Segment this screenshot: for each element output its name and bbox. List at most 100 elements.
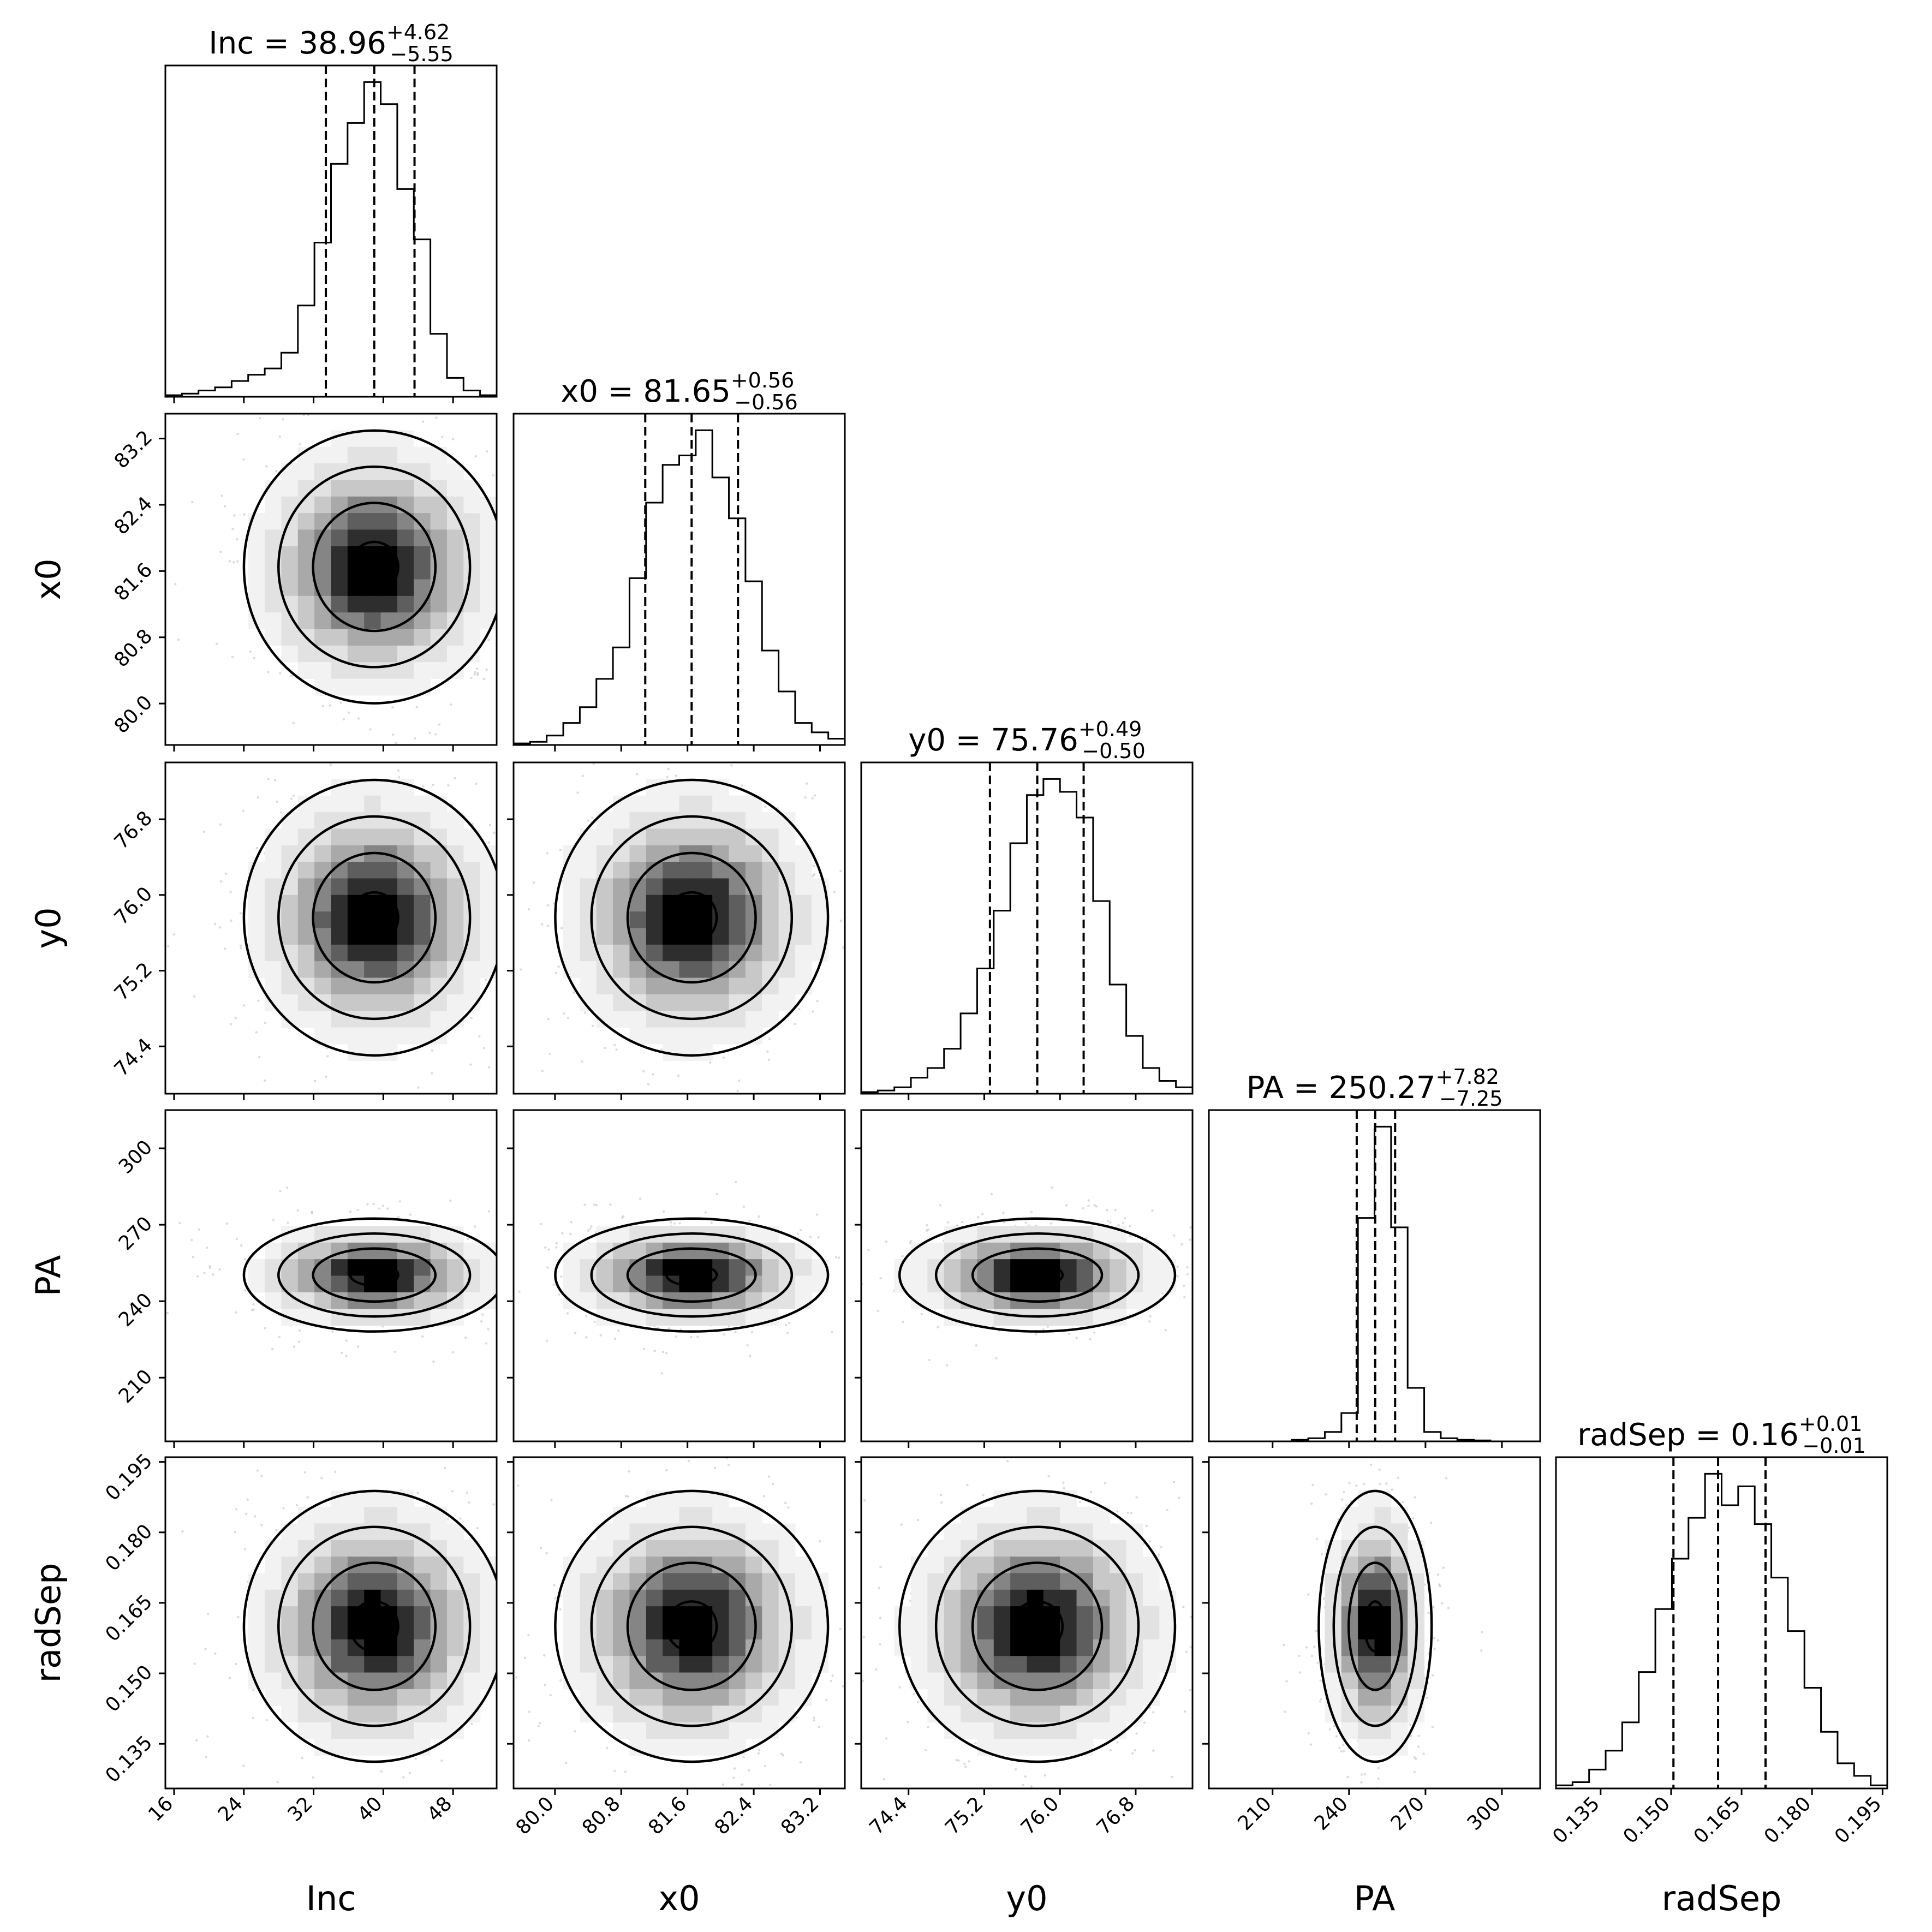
density-cell [281,563,299,580]
density-cell [613,1639,630,1656]
density-cell [430,629,448,646]
density-cell [397,446,414,464]
sample-point [252,1716,255,1719]
sample-point [526,1639,528,1642]
sample-point [278,1335,281,1339]
sample-point [854,731,856,734]
sample-point [483,1047,486,1050]
sample-point [234,1017,237,1019]
density-cell [679,895,696,912]
density-cell [646,944,663,962]
sample-point [528,538,530,540]
density-cell [563,928,580,945]
sample-point [804,796,807,799]
density-cell [646,1275,663,1293]
density-cell [480,1275,497,1293]
hist-panel-Inc: Inc = 38.96+4.62−5.55 [164,20,498,403]
sample-point [325,1075,327,1078]
density-cell [679,828,696,846]
sample-point [267,671,270,673]
density-cell [745,1523,762,1541]
density-cell [580,845,597,862]
density-cell [364,480,381,497]
density-cell [380,961,398,979]
density-cell [480,928,497,945]
density-cell [297,1275,315,1293]
density-cell [331,1589,348,1607]
density-cell [663,1606,679,1623]
sample-point [853,1662,855,1664]
sample-point [806,782,808,785]
sample-point [831,1331,833,1333]
density-cell [331,1606,348,1623]
sample-point [485,1342,488,1345]
sample-point [422,785,425,788]
density-cell [397,911,414,928]
density-cell [795,1639,812,1656]
density-cell [446,1606,464,1623]
sample-point [518,1306,520,1308]
sample-point [870,970,872,972]
density-cell [695,1689,713,1706]
density-cell [679,1573,696,1590]
density-cell [297,513,315,530]
density-cell [397,678,414,696]
sample-point [487,639,490,641]
density-cell [712,795,730,813]
density-cell [380,446,398,464]
sample-point [338,1802,341,1804]
density-cell [463,895,481,912]
x-tick-label-x0: 80.0 [512,1792,559,1839]
density-cell [397,595,414,613]
density-cell [314,812,331,829]
sample-point [378,392,380,394]
sample-point [473,1225,476,1228]
density-cell [646,1507,663,1524]
density-cell [430,529,448,547]
sample-point [487,841,491,844]
density-cell [613,845,630,862]
sample-point [356,1345,360,1348]
density-cell [480,1589,497,1607]
sample-point [697,694,699,696]
sample-point [534,949,536,951]
sample-point [213,922,217,926]
density-cell [331,828,348,846]
sample-point [417,1086,420,1089]
density-cell [364,994,381,1011]
sample-point [500,1317,502,1319]
density-cell [414,496,431,514]
sample-point [825,1698,828,1702]
density-cell [347,928,365,945]
contour-3 [665,1600,718,1653]
sample-point [812,1010,814,1013]
density-cell [446,911,464,928]
sample-point [554,971,558,975]
sample-point [273,779,277,782]
sample-point [874,1608,876,1610]
axes-frame [512,1456,846,1790]
density-cell [695,1027,713,1045]
density-cell [596,1589,613,1607]
density-cell [795,1589,812,1607]
density-cell [762,1259,779,1276]
density-cell [414,1540,431,1557]
density-cell [613,1589,630,1607]
density-cell [414,895,431,912]
density-cell [364,779,381,796]
density-cell [331,911,348,928]
density-cell [364,612,381,630]
sample-point [864,1577,867,1579]
density-cell [331,595,348,613]
density-cell [331,513,348,530]
density-cell [745,1557,762,1573]
density-cell [695,994,713,1011]
density-cell [663,1656,679,1673]
sample-point [502,1647,504,1649]
sample-point [593,1320,596,1323]
sample-point [347,711,350,714]
sample-point [795,1716,798,1719]
density-cell [380,1639,398,1656]
